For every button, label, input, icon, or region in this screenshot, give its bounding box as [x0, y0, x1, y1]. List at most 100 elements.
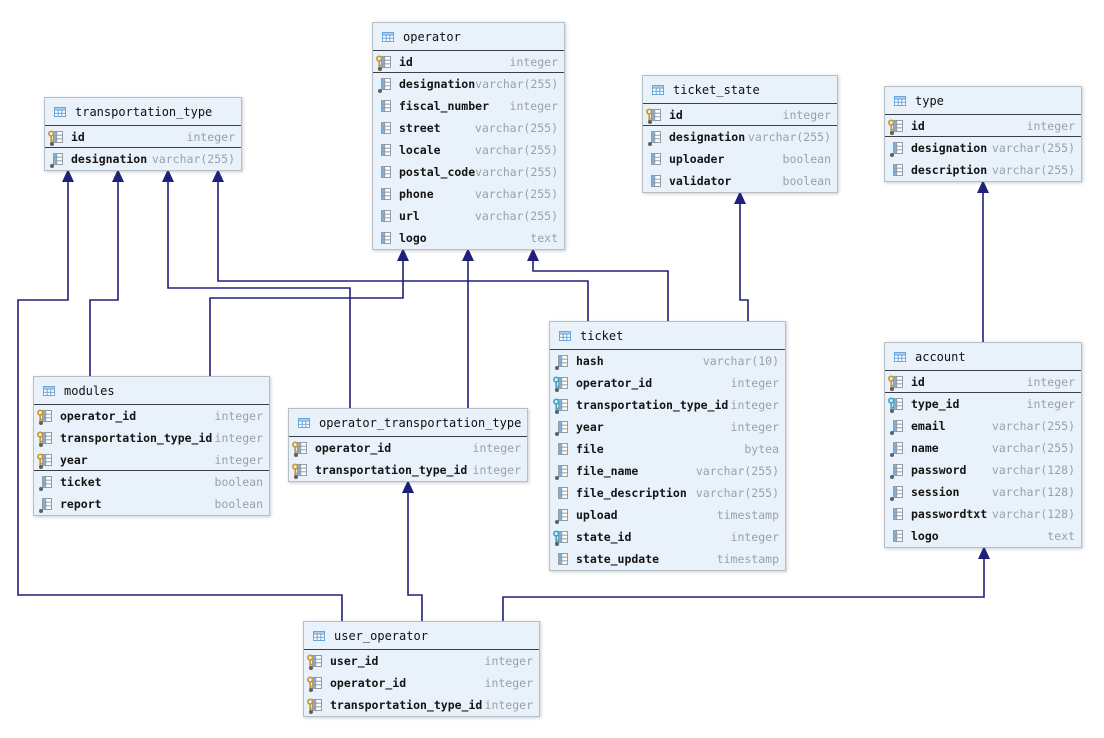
column-name: transportation_type_id [330, 698, 483, 712]
relationship-line-modules.transportation_type_id-to-transportation_type [89, 169, 124, 376]
column-icon-stack [553, 529, 574, 546]
not-null-dot [309, 666, 313, 670]
column-type: integer [1026, 375, 1075, 389]
table-grid-icon [382, 31, 394, 42]
column-icon-stack [889, 484, 909, 501]
table-header[interactable]: ticket [550, 322, 785, 350]
column-icon [558, 421, 568, 433]
column-icon-stack [377, 120, 397, 136]
column-type: integer [782, 108, 831, 122]
column-icon [381, 144, 391, 156]
table-header[interactable]: user_operator [304, 622, 539, 650]
table-icon-wrap [41, 383, 57, 399]
column-name: user_id [330, 654, 379, 668]
column-icon [381, 166, 391, 178]
column-icon-stack [48, 129, 69, 146]
column-icon-stack [307, 653, 328, 670]
not-null-dot [309, 710, 313, 714]
column-row[interactable]: year integer [34, 449, 269, 471]
column-type: integer [214, 453, 263, 467]
column-type: varchar(255) [991, 419, 1075, 433]
not-null-dot [890, 153, 894, 157]
not-null-dot [648, 120, 652, 124]
column-icon [381, 56, 391, 68]
column-icon-stack [377, 142, 397, 158]
column-icon [651, 153, 661, 165]
table-header[interactable]: type [885, 87, 1081, 115]
column-icon [893, 420, 903, 432]
table-header[interactable]: modules [34, 377, 269, 405]
table-header[interactable]: account [885, 343, 1081, 371]
table-header[interactable]: operator_transportation_type [289, 409, 527, 437]
table-header[interactable]: operator [373, 23, 564, 51]
column-icon [651, 175, 661, 187]
column-icon [312, 655, 322, 667]
column-name: transportation_type_id [315, 463, 468, 477]
table-title: account [915, 349, 966, 364]
not-null-dot [555, 520, 559, 524]
table-header[interactable]: transportation_type [45, 98, 241, 126]
table-icon-wrap [311, 628, 327, 644]
table-title: operator_transportation_type [319, 415, 522, 430]
table-header[interactable]: ticket_state [643, 76, 837, 104]
column-name: year [60, 453, 88, 467]
column-icon [381, 100, 391, 112]
not-null-dot [890, 131, 894, 135]
column-type: varchar(255) [474, 143, 558, 157]
